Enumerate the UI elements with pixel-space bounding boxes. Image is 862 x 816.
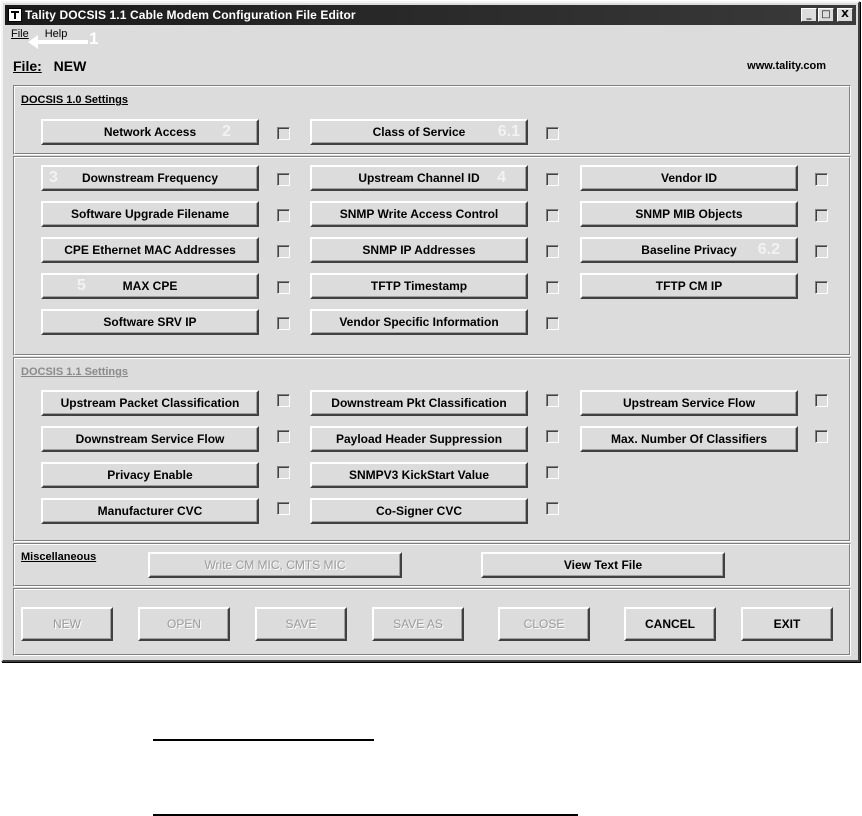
docsis10-title: DOCSIS 1.0 Settings [21,94,128,106]
tftp-cm-ip-checkbox[interactable] [815,281,828,294]
website-label: www.tality.com [747,60,826,72]
menu-bar: File Help [7,28,71,44]
vendor-specific-info-button[interactable]: Vendor Specific Information [310,309,528,335]
payload-header-suppression-button[interactable]: Payload Header Suppression [310,426,528,452]
view-text-file-button[interactable]: View Text File [481,552,725,578]
close-file-button[interactable]: CLOSE [498,607,590,641]
upstream-service-flow-button[interactable]: Upstream Service Flow [580,390,798,416]
software-srv-ip-checkbox[interactable] [277,317,290,330]
software-srv-ip-button[interactable]: Software SRV IP [41,309,259,335]
network-access-checkbox[interactable] [277,127,290,140]
snmp-write-access-checkbox[interactable] [546,209,559,222]
tftp-timestamp-button[interactable]: TFTP Timestamp [310,273,528,299]
snmp-ip-addresses-checkbox[interactable] [546,245,559,258]
window-title: Tality DOCSIS 1.1 Cable Modem Configurat… [25,8,356,22]
downstream-service-flow-button[interactable]: Downstream Service Flow [41,426,259,452]
tftp-cm-ip-button[interactable]: TFTP CM IP [580,273,798,299]
network-access-button[interactable]: Network Access 2 [41,119,259,145]
manufacturer-cvc-button[interactable]: Manufacturer CVC [41,498,259,524]
baseline-privacy-button[interactable]: Baseline Privacy 6.2 [580,237,798,263]
privacy-enable-button[interactable]: Privacy Enable [41,462,259,488]
annotation-marker-4: 4 [497,169,506,186]
open-button[interactable]: OPEN [138,607,230,641]
title-bar[interactable]: Tality DOCSIS 1.1 Cable Modem Configurat… [5,5,856,25]
snmp-write-access-button[interactable]: SNMP Write Access Control [310,201,528,227]
max-number-of-classifiers-checkbox[interactable] [815,430,828,443]
vendor-id-checkbox[interactable] [815,173,828,186]
window-controls: _ □ X [801,8,853,22]
menu-help[interactable]: Help [44,28,68,40]
file-label: File: [13,58,42,74]
signature-line-short [153,739,374,741]
docsis10-group [13,85,851,155]
class-of-service-checkbox[interactable] [546,127,559,140]
annotation-marker-6-1: 6.1 [497,123,520,140]
snmpv3-kickstart-button[interactable]: SNMPV3 KickStart Value [310,462,528,488]
upstream-packet-classification-button[interactable]: Upstream Packet Classification [41,390,259,416]
co-signer-cvc-button[interactable]: Co-Signer CVC [310,498,528,524]
downstream-service-flow-checkbox[interactable] [277,430,290,443]
annotation-marker-3: 3 [49,169,58,186]
cpe-ethernet-mac-button[interactable]: CPE Ethernet MAC Addresses [41,237,259,263]
vendor-specific-info-checkbox[interactable] [546,317,559,330]
snmp-mib-objects-checkbox[interactable] [815,209,828,222]
snmp-ip-addresses-button[interactable]: SNMP IP Addresses [310,237,528,263]
software-upgrade-filename-checkbox[interactable] [277,209,290,222]
max-cpe-checkbox[interactable] [277,281,290,294]
docsis10-params-group [13,156,851,356]
class-of-service-button[interactable]: Class of Service 6.1 [310,119,528,145]
docsis11-group [13,357,851,542]
cpe-ethernet-mac-checkbox[interactable] [277,245,290,258]
max-number-of-classifiers-button[interactable]: Max. Number Of Classifiers [580,426,798,452]
app-icon [8,8,22,22]
maximize-button[interactable]: □ [818,8,834,22]
annotation-marker-5: 5 [77,277,86,294]
upstream-channel-id-button[interactable]: Upstream Channel ID 4 [310,165,528,191]
minimize-button[interactable]: _ [801,8,817,22]
cancel-button[interactable]: CANCEL [624,607,716,641]
docsis11-title: DOCSIS 1.1 Settings [21,366,128,378]
max-cpe-button[interactable]: 5 MAX CPE [41,273,259,299]
annotation-marker-1: 1 [89,29,99,48]
save-as-button[interactable]: SAVE AS [372,607,464,641]
annotation-arrow [28,35,88,49]
vendor-id-button[interactable]: Vendor ID [580,165,798,191]
menu-file[interactable]: File [11,28,29,40]
privacy-enable-checkbox[interactable] [277,466,290,479]
upstream-service-flow-checkbox[interactable] [815,394,828,407]
exit-button[interactable]: EXIT [741,607,833,641]
software-upgrade-filename-button[interactable]: Software Upgrade Filename [41,201,259,227]
upstream-channel-id-checkbox[interactable] [546,173,559,186]
downstream-frequency-checkbox[interactable] [277,173,290,186]
file-indicator: File: NEW [13,58,86,74]
snmpv3-kickstart-checkbox[interactable] [546,466,559,479]
co-signer-cvc-checkbox[interactable] [546,502,559,515]
action-group [13,588,851,656]
downstream-pkt-classification-button[interactable]: Downstream Pkt Classification [310,390,528,416]
annotation-marker-2: 2 [222,123,231,140]
misc-title: Miscellaneous [21,551,97,563]
annotation-marker-6-2: 6.2 [757,241,780,258]
tftp-timestamp-checkbox[interactable] [546,281,559,294]
manufacturer-cvc-checkbox[interactable] [277,502,290,515]
save-button[interactable]: SAVE [255,607,347,641]
main-window: Tality DOCSIS 1.1 Cable Modem Configurat… [1,1,860,662]
write-mic-button[interactable]: Write CM MIC, CMTS MIC [148,552,402,578]
baseline-privacy-checkbox[interactable] [815,245,828,258]
file-name: NEW [53,58,87,74]
payload-header-suppression-checkbox[interactable] [546,430,559,443]
misc-group [13,543,851,587]
downstream-frequency-button[interactable]: 3 Downstream Frequency [41,165,259,191]
downstream-pkt-classification-checkbox[interactable] [546,394,559,407]
snmp-mib-objects-button[interactable]: SNMP MIB Objects [580,201,798,227]
upstream-packet-classification-checkbox[interactable] [277,394,290,407]
new-button[interactable]: NEW [21,607,113,641]
close-button[interactable]: X [837,8,853,22]
signature-line-long [153,814,578,816]
